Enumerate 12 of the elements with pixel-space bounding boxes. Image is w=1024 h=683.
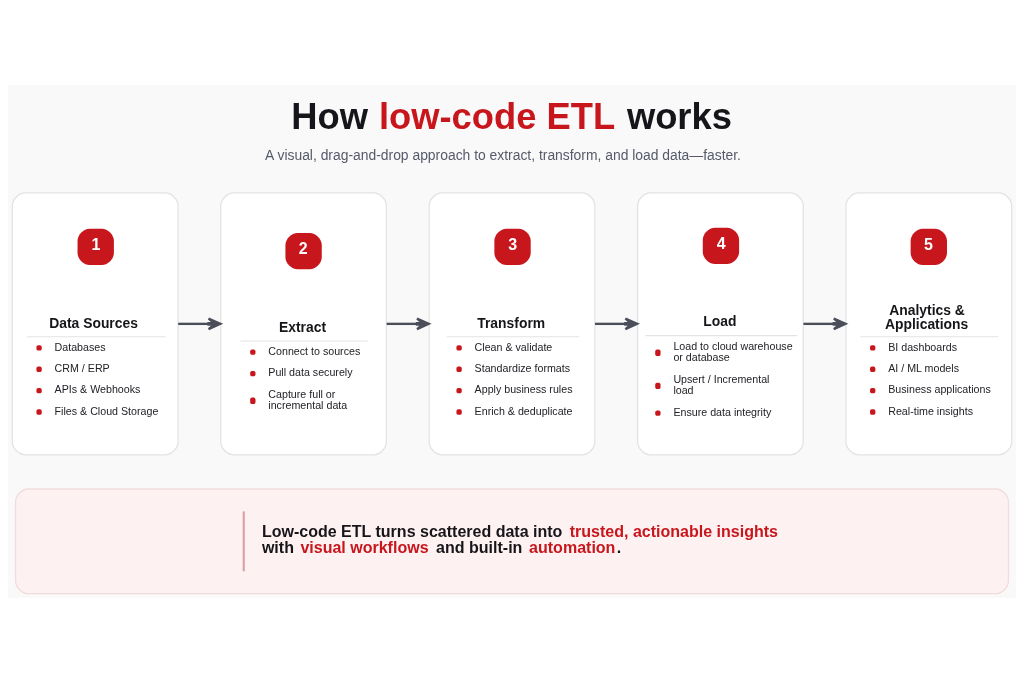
node-box: 1 Data Sources Databases CRM / ERP APIs & Webhooks Files & Cloud Storage [11,192,179,456]
node-box: 3 Transform Clean & validate Standardize formats Apply business rules Enrich & deduplicate [428,192,596,456]
arrow [595,317,639,331]
arrow [386,317,430,331]
node-box: 2 Extract Connect to sources Pull data securely Capture full or incremental data [220,192,388,456]
node-box: Low-code ETL turns scattered data into trusted, actionable insights with visual workflows and built-in automation. [14,488,1010,595]
node-box: 5 Analytics & Applications BI dashboards AI / ML models Business applications Real-time insights [845,192,1013,456]
arrow [803,317,847,331]
diagram-title: How low-code ETL works [291,95,732,137]
node-box: 4 Load Load to cloud warehouse or database Upsert / Incremental load Ensure data integrity [636,192,804,456]
arrow [178,317,222,331]
caption: A visual, drag-and-drop approach to extract, transform, and load data—faster. [265,146,741,163]
